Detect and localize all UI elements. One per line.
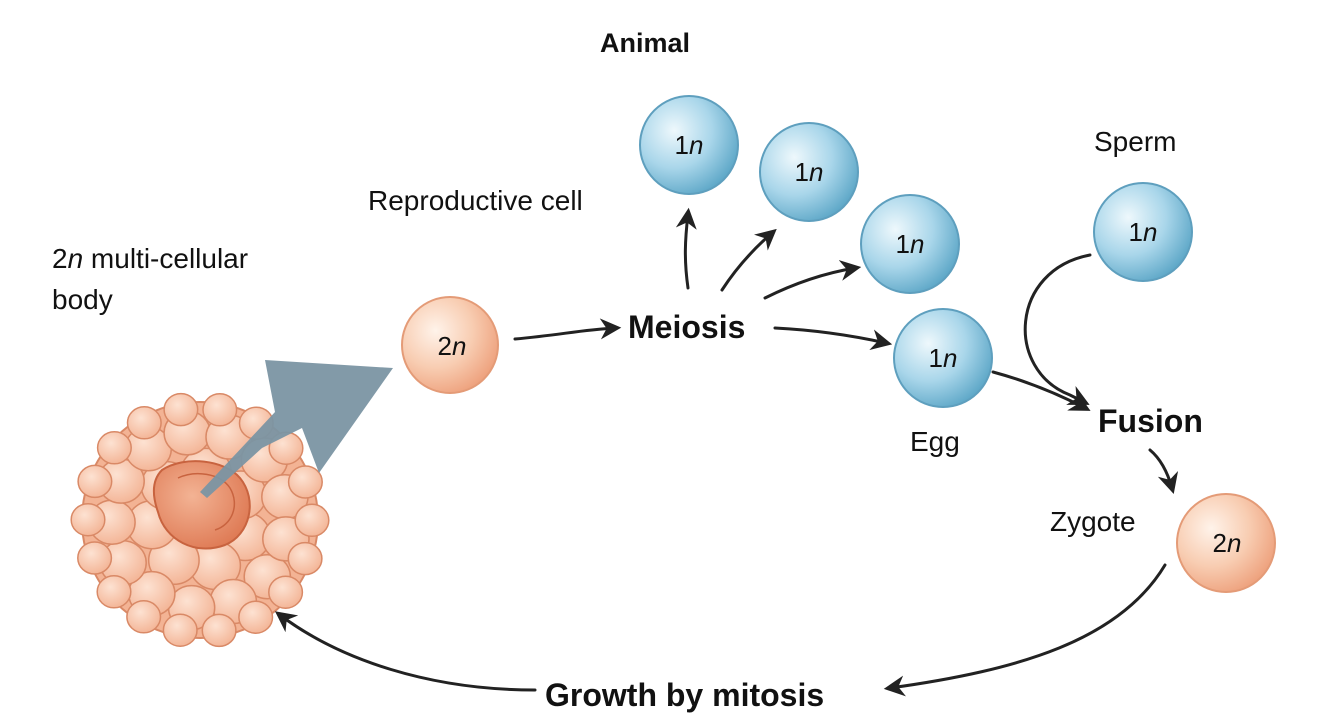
gamete-3-label: 1n bbox=[895, 229, 925, 259]
arrow-egg-to-fusion bbox=[991, 370, 1091, 411]
egg-cell-label: 1n bbox=[928, 343, 958, 373]
sperm-cell bbox=[1093, 182, 1193, 282]
arrow-to-meiosis bbox=[513, 318, 622, 341]
body-cell bbox=[201, 613, 237, 648]
body-cell bbox=[238, 600, 274, 634]
body-cell bbox=[294, 503, 330, 538]
body-cell bbox=[126, 600, 162, 634]
arrow-meiosis-to-egg bbox=[773, 326, 893, 351]
arrow-sperm-to-fusion bbox=[1023, 253, 1092, 405]
arrow-zygote-to-growth bbox=[883, 563, 1167, 697]
cells bbox=[401, 95, 1276, 593]
arrow-meiosis-to-gamete-2 bbox=[720, 228, 777, 292]
gamete-cell-3 bbox=[860, 194, 960, 294]
gamete-2-label: 1n bbox=[794, 157, 824, 187]
body-cell bbox=[268, 575, 304, 609]
zygote-label: Zygote bbox=[1050, 506, 1136, 537]
body-cell bbox=[287, 465, 323, 499]
body-cell bbox=[96, 575, 132, 609]
body-cell bbox=[126, 406, 162, 440]
reproductive-cell-text: Reproductive cell bbox=[368, 185, 583, 216]
egg-label: Egg bbox=[910, 426, 960, 457]
gamete-cell-1 bbox=[639, 95, 739, 195]
body-cell bbox=[162, 613, 198, 647]
reproductive-cell bbox=[401, 296, 499, 394]
arrows bbox=[274, 207, 1179, 697]
big-arrow bbox=[200, 360, 393, 498]
body-cell bbox=[163, 392, 199, 427]
body-cell bbox=[202, 393, 238, 427]
fusion-label: Fusion bbox=[1098, 403, 1203, 439]
body-cell bbox=[77, 464, 113, 499]
gamete-cell-2 bbox=[759, 122, 859, 222]
body-cell bbox=[287, 541, 323, 576]
arrow-growth-to-body bbox=[274, 611, 537, 692]
growth-label: Growth by mitosis bbox=[545, 677, 825, 713]
gamete-1-label: 1n bbox=[674, 130, 704, 160]
egg-cell bbox=[893, 308, 993, 408]
arrow-fusion-to-zygote bbox=[1148, 448, 1179, 495]
body-cell bbox=[96, 431, 132, 465]
arrow-meiosis-to-gamete-3 bbox=[763, 260, 862, 300]
body-label-line2: body bbox=[52, 284, 113, 315]
body-cell bbox=[70, 502, 106, 537]
arrow-meiosis-to-gamete-1 bbox=[675, 207, 697, 290]
zygote-cell-label: 2n bbox=[1212, 528, 1242, 558]
sperm-label: Sperm bbox=[1094, 126, 1177, 157]
sperm-cell-label: 1n bbox=[1128, 217, 1158, 247]
multicellular-body bbox=[70, 392, 330, 648]
meiosis-label: Meiosis bbox=[628, 309, 746, 345]
reproductive-cell-label: 2n bbox=[437, 331, 467, 361]
body-label-line1: 2n multi-cellular bbox=[52, 243, 249, 274]
zygote-cell bbox=[1176, 493, 1276, 593]
diagram-title: Animal bbox=[600, 28, 691, 58]
body-cell bbox=[77, 541, 113, 575]
